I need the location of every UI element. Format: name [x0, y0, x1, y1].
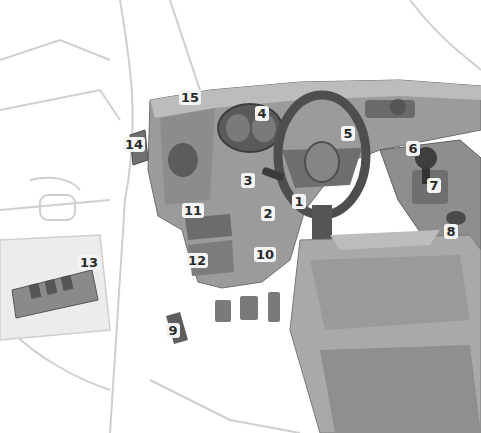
steering-wheel	[261, 95, 366, 245]
callout-number: 4	[255, 106, 268, 121]
callout-number: 3	[241, 173, 254, 188]
callout-number: 7	[427, 178, 440, 193]
callout-number: 9	[166, 323, 179, 338]
seat	[290, 230, 481, 433]
callout-number: 8	[444, 224, 457, 239]
callout-number: 15	[179, 90, 201, 105]
callout-number: 5	[341, 126, 354, 141]
callout-number: 1	[292, 194, 305, 209]
callout-number: 6	[406, 141, 419, 156]
callout-number: 13	[78, 255, 100, 270]
callout-number: 12	[186, 253, 208, 268]
callout-number: 14	[123, 137, 145, 152]
pedals	[166, 292, 280, 344]
callout-number: 11	[182, 203, 204, 218]
callout-number: 10	[254, 247, 276, 262]
door-panel	[0, 235, 110, 340]
callout-number: 2	[261, 206, 274, 221]
